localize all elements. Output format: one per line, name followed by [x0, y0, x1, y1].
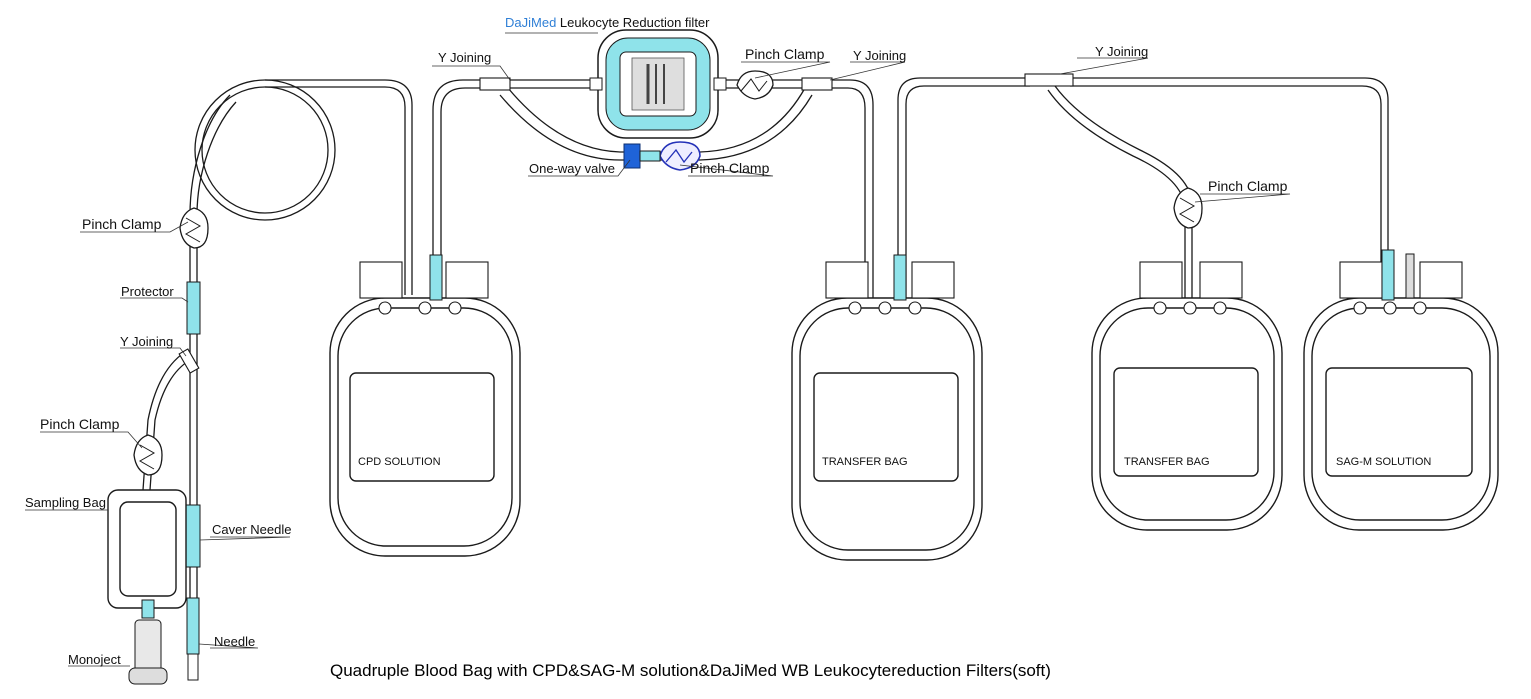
tube-coil	[194, 79, 336, 221]
pinch-clamp-icon[interactable]	[179, 207, 209, 249]
filter-label: DaJiMed Leukocyte Reduction filter	[505, 15, 710, 30]
needle	[186, 597, 200, 655]
label-y-joining: Y Joining	[1095, 44, 1148, 59]
tube-transfer1-outlet	[897, 77, 1030, 300]
pinch-clamp-icon[interactable]	[133, 434, 163, 476]
label-protector: Protector	[121, 284, 174, 299]
bag-label: TRANSFER BAG	[1124, 456, 1210, 468]
bag-label: SAG-M SOLUTION	[1336, 456, 1431, 468]
pinch-clamp-icon[interactable]	[1173, 187, 1203, 229]
bag-cpd: CPD SOLUTION	[329, 254, 521, 557]
y-joining-1	[479, 77, 511, 91]
caver-needle	[185, 504, 201, 568]
pinch-clamp-icon[interactable]	[736, 70, 774, 100]
y-joining-sampling	[178, 348, 200, 374]
label-y-joining: Y Joining	[438, 50, 491, 65]
bag-transfer-2: TRANSFER BAG	[1091, 261, 1283, 531]
label-pinch-clamp: Pinch Clamp	[745, 46, 825, 62]
label-sampling-bag: Sampling Bag	[25, 495, 106, 510]
label-monoject: Monoject	[68, 652, 121, 667]
diagram-title: Quadruple Blood Bag with CPD&SAG-M solut…	[330, 661, 1051, 680]
tube-to-cpd	[265, 79, 413, 295]
filter-brand: DaJiMed	[505, 15, 556, 30]
y-joining-3	[1024, 73, 1074, 87]
label-pinch-clamp: Pinch Clamp	[82, 216, 162, 232]
filter-text: Leukocyte Reduction filter	[556, 15, 710, 30]
one-way-valve-icon	[623, 143, 661, 169]
label-pinch-clamp: Pinch Clamp	[690, 160, 770, 176]
label-y-joining: Y Joining	[853, 48, 906, 63]
tube-to-sagm	[1070, 77, 1389, 300]
label-pinch-clamp: Pinch Clamp	[1208, 178, 1288, 194]
filter-label-plate	[631, 57, 685, 111]
pinch-clamp-icon[interactable]	[659, 141, 701, 171]
sampling-bag	[107, 489, 187, 685]
protector	[186, 281, 201, 335]
label-y-joining: Y Joining	[120, 334, 173, 349]
tube-to-transfer1	[830, 79, 874, 300]
y-joining-2	[801, 77, 833, 91]
label-needle: Needle	[214, 634, 255, 649]
bag-transfer-1: TRANSFER BAG	[791, 254, 983, 561]
label-one-way-valve: One-way valve	[529, 161, 615, 176]
label-caver-needle: Caver Needle	[212, 522, 292, 537]
label-pinch-clamp: Pinch Clamp	[40, 416, 120, 432]
bag-label: TRANSFER BAG	[822, 456, 908, 468]
bag-label: CPD SOLUTION	[358, 456, 441, 468]
tube-cpd-outlet	[432, 79, 500, 295]
bag-sagm: SAG-M SOLUTION	[1303, 249, 1499, 531]
leukocyte-filter	[589, 29, 727, 139]
